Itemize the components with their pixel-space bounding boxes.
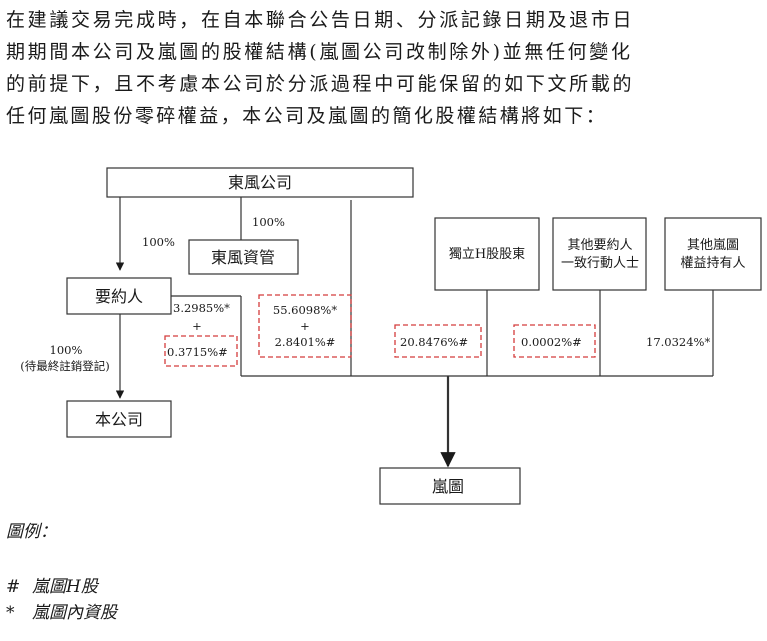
label-other-holders-line1: 其他嵐圖 bbox=[687, 238, 739, 253]
intro-paragraph: 在建議交易完成時，在自本聯合公告日期、分派記錄日期及退市日 期期間本公司及嵐圖的… bbox=[6, 4, 764, 132]
plus-asset: + bbox=[300, 319, 310, 333]
label-dongfeng-asset: 東風資管 bbox=[211, 248, 275, 267]
dashed-box-promisor-h bbox=[164, 335, 238, 367]
pct-promisor-domestic: 3.2985%* bbox=[173, 301, 230, 315]
legend-item-h-shares: # 嵐圖H股 bbox=[6, 572, 98, 597]
box-other-holders bbox=[664, 217, 762, 291]
pct-independent-h: 20.8476%# bbox=[400, 335, 468, 349]
pct-concert: 0.0002%# bbox=[521, 335, 582, 349]
pct-promisor-h: 0.3715%# bbox=[167, 345, 228, 359]
box-promisor bbox=[66, 277, 172, 315]
pct-dongfeng-to-asset: 100% bbox=[252, 215, 285, 229]
label-other-holders-line2: 權益持有人 bbox=[680, 256, 745, 271]
box-concert-parties bbox=[552, 217, 647, 291]
label-independent-h: 獨立H股股東 bbox=[449, 246, 525, 262]
legend-symbol: # bbox=[6, 577, 21, 597]
dashed-box-independent-h bbox=[394, 324, 482, 358]
label-promisor: 要約人 bbox=[95, 287, 143, 306]
legend-title: 圖例： bbox=[6, 522, 57, 542]
pct-dongfeng-to-promisor: 100% bbox=[142, 235, 175, 249]
label-concert-line2: 一致行動人士 bbox=[561, 256, 639, 271]
pct-promisor-to-company: 100% bbox=[50, 343, 83, 357]
box-dongfeng-company bbox=[106, 167, 414, 198]
legend-text: 嵐圖H股 bbox=[32, 577, 98, 597]
paragraph-line: 的前提下，且不考慮本公司於分派過程中可能保留的如下文所載的 bbox=[6, 73, 635, 95]
connector-lines bbox=[115, 197, 714, 468]
box-dongfeng-asset bbox=[188, 239, 299, 275]
pct-other-holders: 17.0324%* bbox=[646, 335, 710, 349]
note-pending-deregistration: (待最終註銷登記) bbox=[20, 359, 109, 373]
legend-text: 嵐圖內資股 bbox=[32, 603, 117, 623]
pct-asset-h: 2.8401%# bbox=[275, 335, 336, 349]
dashed-box-asset-shares bbox=[258, 294, 352, 358]
box-independent-h bbox=[434, 217, 540, 291]
label-dongfeng-company: 東風公司 bbox=[228, 173, 292, 192]
dashed-box-concert bbox=[513, 324, 596, 358]
box-company bbox=[66, 400, 172, 438]
box-voyah bbox=[379, 467, 521, 505]
paragraph-line: 在建議交易完成時，在自本聯合公告日期、分派記錄日期及退市日 bbox=[6, 9, 635, 31]
legend-item-domestic-shares: * 嵐圖內資股 bbox=[6, 598, 117, 623]
label-concert-line1: 其他要約人 bbox=[567, 238, 632, 253]
paragraph-line: 任何嵐圖股份零碎權益，本公司及嵐圖的簡化股權結構將如下： bbox=[6, 105, 608, 127]
label-voyah: 嵐圖 bbox=[432, 477, 464, 496]
plus-promisor: + bbox=[192, 319, 202, 333]
label-company: 本公司 bbox=[95, 410, 143, 429]
paragraph-line: 期期間本公司及嵐圖的股權結構(嵐圖公司改制除外)並無任何變化 bbox=[6, 41, 633, 63]
legend-symbol: * bbox=[6, 603, 15, 623]
pct-asset-domestic: 55.6098%* bbox=[273, 303, 337, 317]
